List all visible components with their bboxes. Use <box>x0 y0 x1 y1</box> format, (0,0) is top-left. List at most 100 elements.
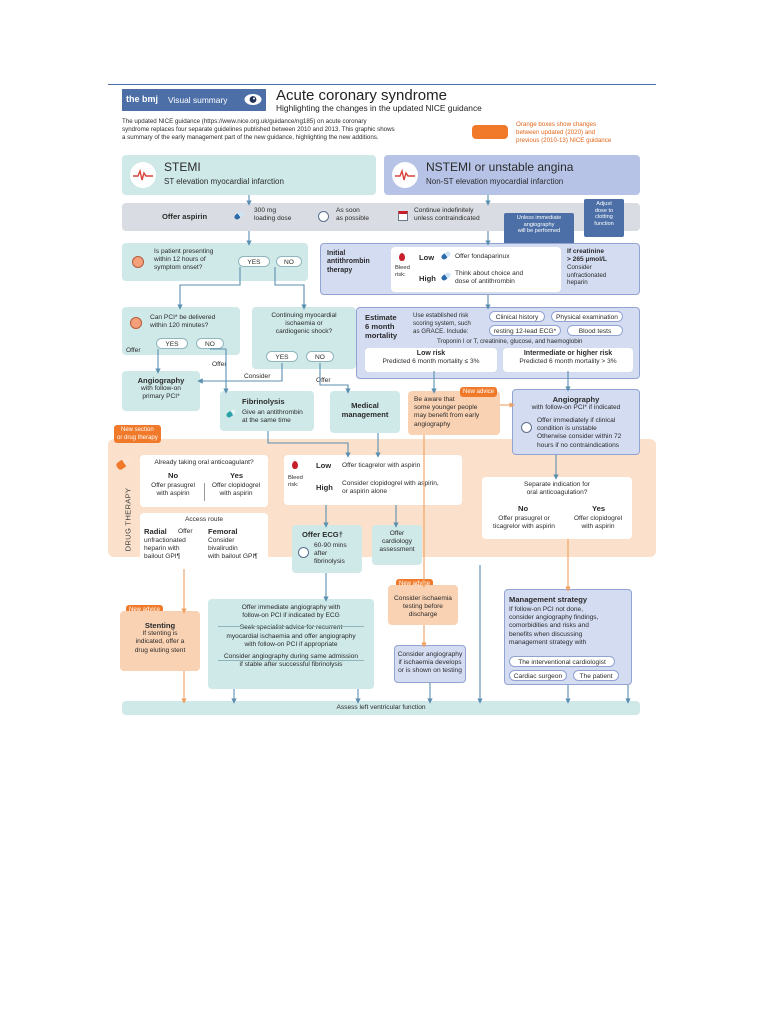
ticag-low-desc: Offer ticagrelor with aspirin <box>342 462 421 469</box>
stemi-subtitle: ST elevation myocardial infarction <box>164 177 284 186</box>
mortality-desc: Use established risk scoring system, suc… <box>413 312 471 335</box>
angiography-nstemi-box: Angiography with follow-on PCI* if indic… <box>512 389 640 455</box>
pci-120-no: NO <box>196 338 224 349</box>
antithrombin-l2: antithrombin <box>327 258 370 266</box>
angio-nstemi-title: Angiography <box>552 395 600 404</box>
ticag-high-d1: Consider clopidogrel with aspirin, <box>342 480 439 487</box>
cr-2: > 265 µmol/L <box>567 255 607 263</box>
intro-line-1: The updated NICE guidance (https://www.n… <box>122 118 367 125</box>
sep-yes-d2: with aspirin <box>581 523 615 531</box>
assess-lv-function-bar: Assess left ventricular function <box>122 701 640 715</box>
antithrombin-l3: therapy <box>327 266 353 274</box>
angio-n-d5: hours if no contraindications <box>537 441 620 449</box>
cardiogenic-shock-box: Continuing myocardial ischaemia or cardi… <box>252 307 356 369</box>
femoral-d3: with bailout GPI¶ <box>208 553 258 561</box>
high-1: Think about choice and <box>455 270 524 277</box>
separate-no-desc: Offer prasugrel or ticagrelor with aspir… <box>484 515 564 531</box>
shock-q2: ischaemia or <box>285 320 323 328</box>
fibrinolysis-title: Fibrinolysis <box>242 397 285 406</box>
pci-q1: Can PCI* be delivered <box>150 314 216 321</box>
drug-therapy-side-label: DRUG THERAPY <box>123 487 133 552</box>
femoral-d2: bivalirudin <box>208 545 238 553</box>
ecg-heart-icon <box>130 162 156 188</box>
immediate-text-3: Consider angiography during same admissi… <box>208 653 374 669</box>
stent-d1: If stenting is <box>142 630 178 638</box>
pci-120-yes: YES <box>156 338 188 349</box>
separate-question: Separate indication for oral anticoagula… <box>482 477 632 497</box>
sep-no-d1: Offer prasugrel or <box>498 515 550 522</box>
femoral-label: Femoral <box>208 527 238 536</box>
high-risk-title: Intermediate or higher risk <box>523 350 613 357</box>
angiography-stemi-box: Angiography with follow-on primary PCI* <box>122 371 200 411</box>
mgmt-d2: consider angiography findings, <box>509 614 599 622</box>
mortality-label: Estimate 6 month mortality <box>365 313 397 340</box>
pill-icon-2 <box>440 250 452 261</box>
ecg-d3: fibrinolysis <box>314 558 345 566</box>
aspirin-dose-1: 300 mg <box>254 207 276 214</box>
shock-question: Continuing myocardial ischaemia or cardi… <box>252 312 356 337</box>
radial-label: Radial <box>144 527 167 536</box>
aspirin-time-2: as possible <box>336 215 369 223</box>
cr-1: If creatinine <box>567 248 605 255</box>
sep-yes-d1: Offer clopidogrel <box>573 515 623 522</box>
stent-d3: drug eluting stent <box>134 646 186 654</box>
ischaemia-text: Consider ischaemia testing before discha… <box>388 585 458 620</box>
ecg-d1: 60-90 mins <box>314 542 347 549</box>
cardiology-assessment-box: Offer cardiology assessment <box>372 525 422 565</box>
sep-q1: Separate indication for <box>524 481 590 488</box>
ticag-bleed-1: Bleed <box>288 475 303 481</box>
cr-4: unfractionated <box>567 271 607 279</box>
fibrinolysis-desc: Give an antithrombin at the same time <box>242 409 303 425</box>
nstemi-title: NSTEMI or unstable angina <box>426 160 574 174</box>
angio-nstemi-desc: Offer immediately if clinical condition … <box>537 417 621 450</box>
separate-indication-box: Separate indication for oral anticoagula… <box>482 477 632 539</box>
mort-l3: mortality <box>365 331 398 341</box>
adjust-1: Adjust <box>596 201 612 207</box>
ac-no-d2: with aspirin <box>156 490 190 498</box>
ca-d3: or is shown on testing <box>398 667 462 675</box>
legend-line-3: previous (2010-13) NICE guidance <box>516 136 612 144</box>
fib-d2: at the same time <box>242 417 291 425</box>
adjust-dose-note: Adjust dose to clotting function <box>584 199 624 237</box>
card-d2: cardiology <box>381 538 413 546</box>
ticagrelor-box: Bleed risk: Low Offer ticagrelor with as… <box>284 455 462 505</box>
femoral-d1: Consider <box>208 537 235 544</box>
stemi-box: STEMI ST elevation myocardial infarction <box>122 155 376 195</box>
within-12h-question: Is patient presenting within 12 hours of… <box>154 248 213 273</box>
new-section-badge: New section or drug therapy <box>114 425 161 443</box>
aspirin-time-1: As soon <box>336 207 360 214</box>
clock-icon-3 <box>298 547 309 558</box>
pill-icon <box>233 210 245 221</box>
legend-text: Orange boxes show changes between update… <box>516 121 656 144</box>
ticag-high: High <box>316 483 333 492</box>
adjust-2: dose to <box>594 207 614 214</box>
angio-stemi-title: Angiography <box>137 376 185 385</box>
arrow-pci-no <box>210 348 229 394</box>
antithrombin-box: Initial antithrombin therapy Bleed risk:… <box>320 243 640 295</box>
separate-yes: Yes <box>592 504 606 513</box>
page-title: Acute coronary syndrome <box>276 87 447 104</box>
separate-yes-desc: Offer clopidogrel with aspirin <box>566 515 630 531</box>
mort-d3: as GRACE. Include: <box>413 327 469 335</box>
radial-d3: bailout GPI¶ <box>144 553 181 561</box>
adjust-4: function <box>594 221 614 228</box>
unless-3: will be performed <box>517 228 561 235</box>
mgmt-d5: management strategy with <box>509 638 587 646</box>
ticag-low: Low <box>316 461 332 470</box>
q12-line-2: within 12 hours of <box>154 256 206 264</box>
anticoag-question: Already taking oral anticoagulant? <box>154 459 254 466</box>
intro-line-3: a summary of the early management part o… <box>122 133 379 141</box>
eye-icon <box>244 93 262 111</box>
legend-orange-swatch <box>472 125 508 139</box>
angio-stemi-d2: primary PCI* <box>142 393 180 401</box>
bleed-risk-label: Bleed risk: <box>395 265 410 279</box>
younger-d3: may benefit from early <box>414 412 480 420</box>
management-strategy-box: Management strategy If follow-on PCI not… <box>504 589 632 685</box>
offer-label-c: Offer <box>316 377 331 384</box>
mortality-tests: Troponin I or T, creatinine, glucose, an… <box>437 338 583 345</box>
bleed-2: risk: <box>395 272 406 279</box>
bleed-1: Bleed <box>395 265 410 271</box>
pill-blood-tests: Blood tests <box>567 325 623 336</box>
low-risk-desc: Predicted 6 month mortality ≤ 3% <box>382 358 480 366</box>
offer-label-a: Offer <box>126 347 141 354</box>
